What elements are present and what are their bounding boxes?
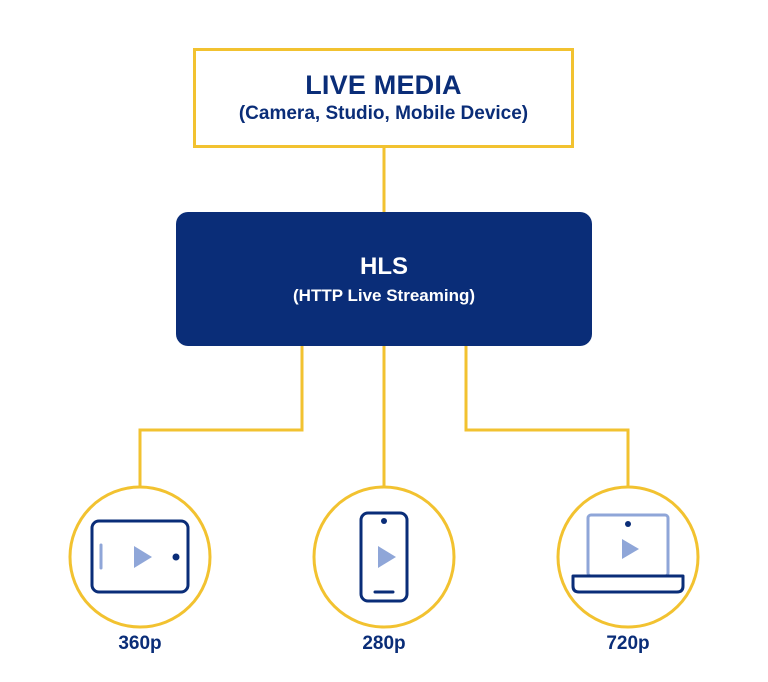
hls-box: HLS (HTTP Live Streaming) xyxy=(176,212,592,346)
hls-title: HLS xyxy=(360,253,408,280)
connector-hls-720p xyxy=(464,346,630,487)
output-label-280p: 280p xyxy=(362,633,406,654)
hls-subtitle: (HTTP Live Streaming) xyxy=(293,286,475,305)
tablet-icon xyxy=(68,485,212,629)
output-label-720p: 720p xyxy=(606,633,650,654)
live-media-title: LIVE MEDIA xyxy=(305,70,462,100)
live-media-subtitle: (Camera, Studio, Mobile Device) xyxy=(238,103,529,124)
live-media-box: LIVE MEDIA (Camera, Studio, Mobile Devic… xyxy=(193,48,574,148)
connector-hls-360p xyxy=(138,346,304,487)
phone-icon xyxy=(312,485,456,629)
output-label-360p: 360p xyxy=(118,633,162,654)
laptop-icon xyxy=(556,485,700,629)
